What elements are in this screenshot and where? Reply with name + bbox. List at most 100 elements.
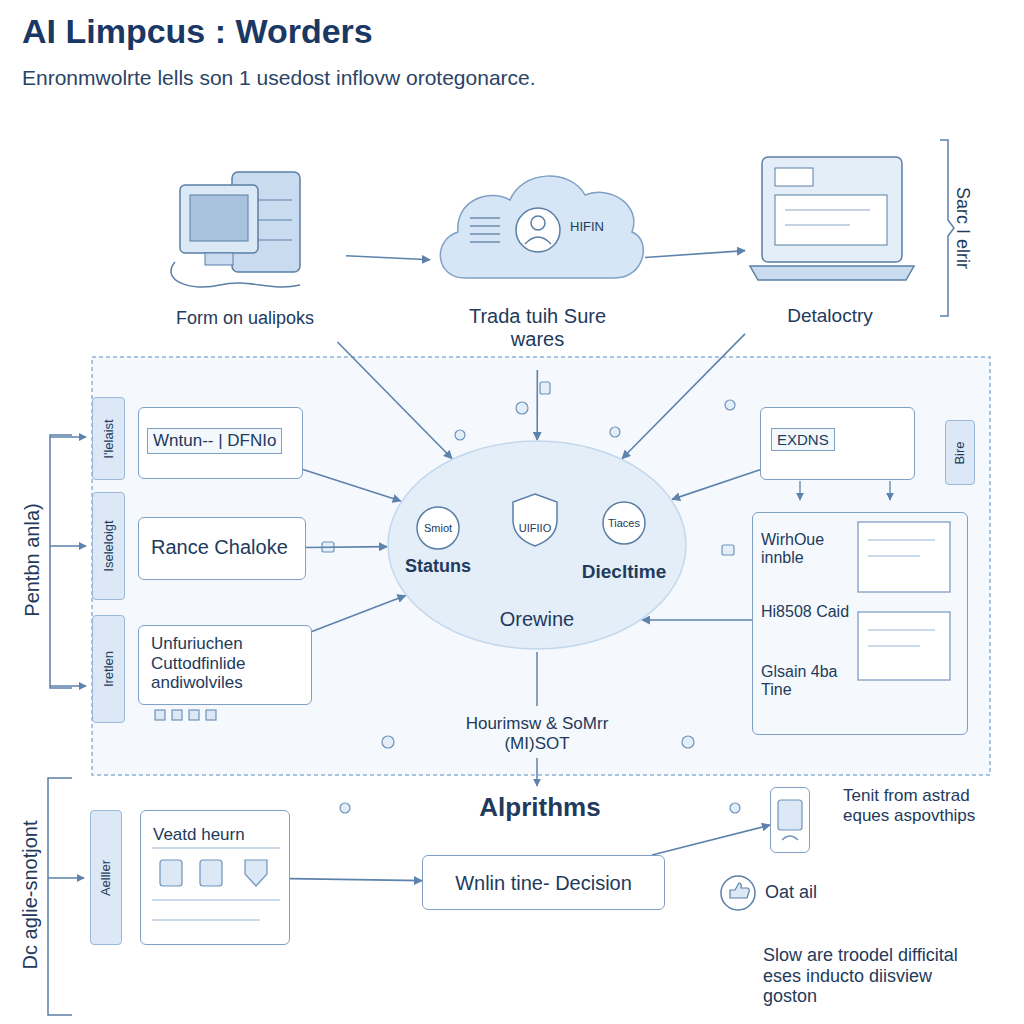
bracket-arrow xyxy=(48,877,84,878)
node-text: Iretlen xyxy=(101,651,116,687)
list-line xyxy=(470,233,500,234)
node-text: Wnlin tine- Decision xyxy=(455,871,632,894)
doc-line xyxy=(152,847,280,848)
thumb-icon xyxy=(730,883,749,898)
bracket xyxy=(50,435,72,688)
doc-line xyxy=(868,540,935,541)
ellipse-shape xyxy=(388,441,686,649)
node-text: Wntun-- | DFNIo xyxy=(147,428,282,454)
connector-arrow xyxy=(337,342,452,459)
gadget-icon xyxy=(730,803,740,813)
circle-outline xyxy=(720,875,756,911)
node-text: I'lelaist xyxy=(101,419,116,458)
small-icon xyxy=(189,710,199,720)
process-box: Rance Chaloke xyxy=(138,517,306,580)
screen-line xyxy=(785,225,850,226)
node-text: Smiot xyxy=(424,522,452,535)
connector-arrow xyxy=(303,470,401,502)
gadget-icon xyxy=(340,803,350,813)
user-head xyxy=(531,216,545,230)
node-text: Veatd heurn xyxy=(153,825,245,845)
hub-ellipse: OrewineSmiotStatunsUIFIIOTiacesDiecltime xyxy=(387,440,687,650)
circle-shape xyxy=(417,507,459,549)
connector-arrow xyxy=(642,619,752,621)
laptop-screen xyxy=(762,157,902,262)
icon-circle: Oat ail xyxy=(720,875,756,911)
diagram-subtitle: Enronmwolrte lells son 1 usedost inflovw… xyxy=(22,66,536,90)
icon-circle: SmiotStatuns xyxy=(416,506,460,550)
icon-circle: TiacesDiecltime xyxy=(602,501,646,545)
shield-icon: UIFIIO xyxy=(510,492,560,548)
device-icon xyxy=(778,800,802,830)
text-label: Sarc I elrir xyxy=(953,187,974,269)
connector-arrow xyxy=(290,879,422,881)
monitor xyxy=(180,185,258,253)
node-text: Bire xyxy=(953,441,968,464)
gadget-icon xyxy=(722,545,734,555)
gadget-icon xyxy=(382,736,394,748)
screen-window xyxy=(775,195,887,245)
shield-icon xyxy=(245,860,267,886)
user-body xyxy=(525,237,551,244)
node-text: Glsain 4ba Tine xyxy=(761,663,856,700)
list-line xyxy=(470,241,500,242)
screen-line xyxy=(785,210,870,211)
laptop-icon xyxy=(750,157,914,280)
gadget-icon xyxy=(455,430,465,440)
node-text: Iseleloigt xyxy=(101,520,116,571)
document-sheet xyxy=(858,612,950,680)
laptop-base xyxy=(750,266,914,280)
bracket-arrow xyxy=(50,436,86,437)
document-panel: Veatd heurn xyxy=(140,810,290,945)
side-tab: Aelller xyxy=(90,810,122,945)
node-text: Form on ualipoks xyxy=(150,308,340,329)
process-box: EXDNS xyxy=(760,407,915,480)
doc-line xyxy=(868,556,920,557)
laptop-node: Detaloctry xyxy=(745,152,921,337)
gadget-icon xyxy=(725,400,735,410)
node-text: Hi8508 Caid xyxy=(761,603,856,621)
side-tab: Bire xyxy=(945,420,975,485)
cable xyxy=(171,262,300,287)
node-text: WirhOue innble xyxy=(761,531,856,568)
small-icon xyxy=(155,710,165,720)
side-tab: I'lelaist xyxy=(92,397,125,480)
node-text: Orewine xyxy=(477,608,597,631)
node-text: Rance Chaloke xyxy=(151,536,288,559)
node-text: Unfuriuchen Cuttodfinlide andiwolviles xyxy=(151,634,306,693)
screen-window xyxy=(775,168,813,186)
cloud-shape xyxy=(440,176,643,278)
doc-icon xyxy=(160,860,182,886)
node-text: Detaloctry xyxy=(745,305,915,327)
flow-line xyxy=(536,652,538,706)
node-text: Oat ail xyxy=(765,882,817,903)
shield-outline xyxy=(510,492,560,548)
monitor-stand xyxy=(205,253,233,265)
node-text: Statuns xyxy=(398,556,478,577)
connector-arrow xyxy=(536,370,538,440)
text-label: Pentbn anla) xyxy=(21,503,44,616)
side-tab: Iretlen xyxy=(92,615,125,723)
connector-arrow xyxy=(645,251,745,258)
bracket-arrow xyxy=(50,545,86,546)
node-text: Diecltime xyxy=(569,561,679,583)
connector-arrow xyxy=(652,825,770,855)
doc-line xyxy=(868,646,920,647)
process-box: Wntun-- | DFNIo xyxy=(138,407,303,479)
down-arrow xyxy=(889,481,890,500)
node-text: EXDNS xyxy=(771,428,835,451)
icon-box: Tenit from astrad eques aspovthips xyxy=(770,787,810,853)
small-icon xyxy=(172,710,182,720)
monitor-screen xyxy=(190,195,248,241)
gadget-icon xyxy=(540,382,550,394)
gadget-icon xyxy=(682,736,694,748)
circle-shape xyxy=(721,876,755,910)
node-text: Aelller xyxy=(99,859,114,895)
connector-arrow xyxy=(306,546,387,549)
doc-line xyxy=(152,899,280,900)
shield-shape xyxy=(513,494,557,546)
list-line xyxy=(470,225,500,226)
bracket-arrow xyxy=(50,685,86,686)
document-sheet xyxy=(858,522,950,592)
